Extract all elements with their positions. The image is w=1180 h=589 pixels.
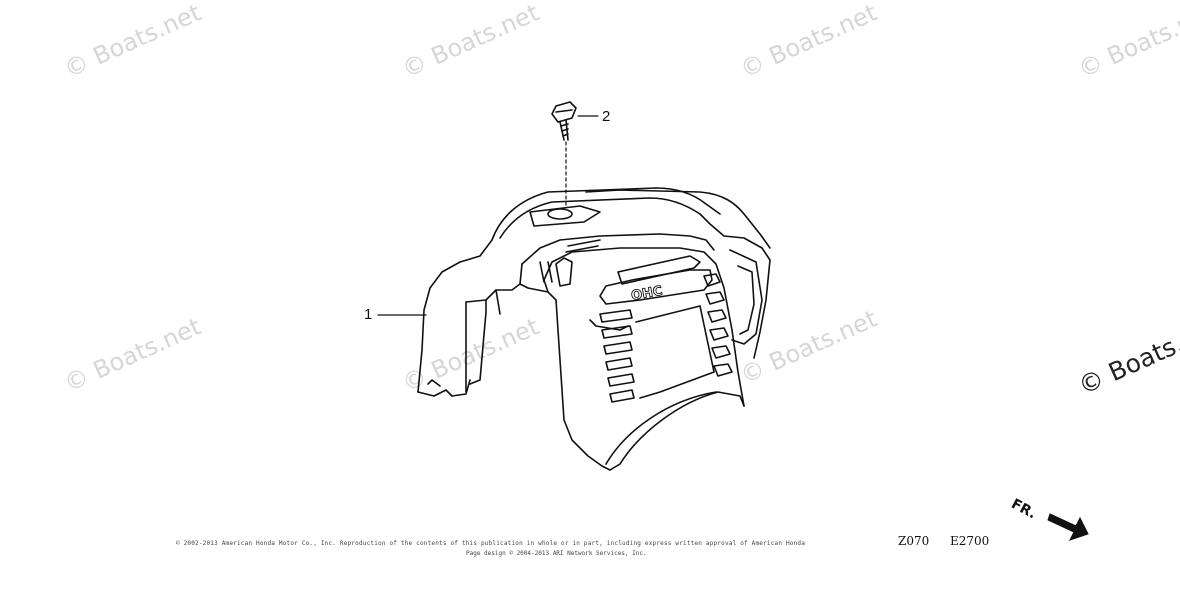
part-code: E2700 [950,534,990,548]
copyright-line-2: Page design © 2004-2013 ARI Network Serv… [466,550,647,557]
front-direction-arrow-icon [1047,513,1089,541]
svg-text:OHC: OHC [630,284,664,304]
bolt-part [551,101,577,141]
callout-part-2[interactable]: 2 [602,108,611,125]
copyright-line-1: © 2002-2013 American Honda Motor Co., In… [176,540,806,547]
engine-cover-part: OHC [417,187,771,471]
diagram-code: Z070 [898,534,930,548]
callout-part-1[interactable]: 1 [364,306,373,323]
